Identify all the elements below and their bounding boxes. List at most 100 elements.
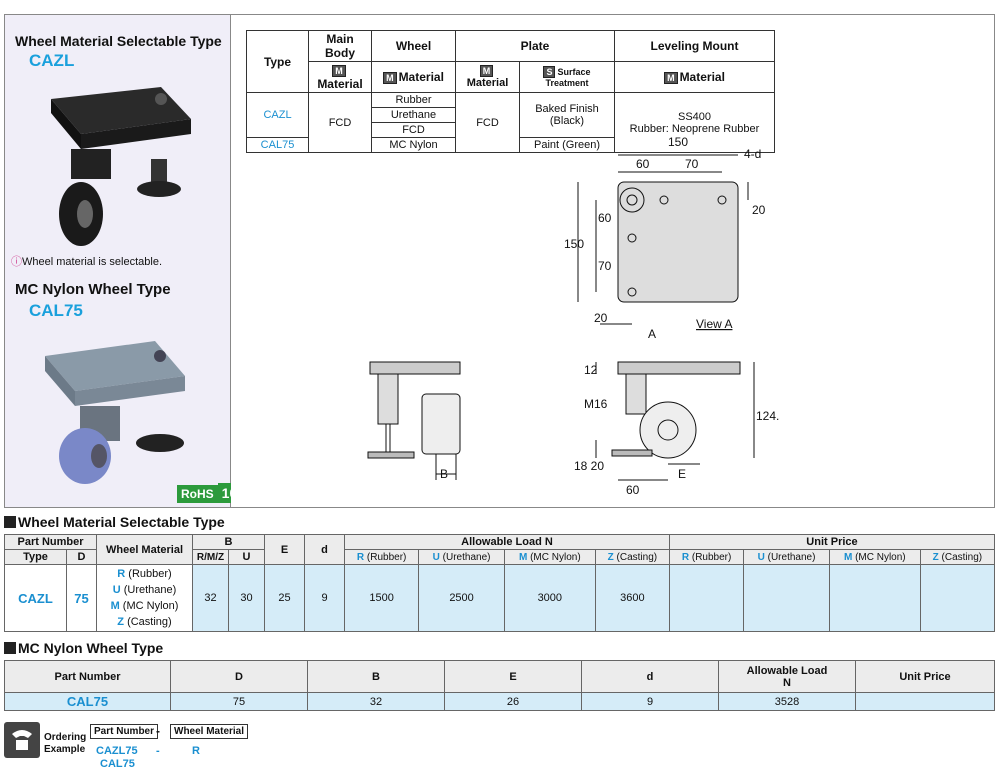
spec-type-cal75: CAL75 xyxy=(246,137,309,153)
spec-h-mount: Leveling Mount xyxy=(614,30,775,62)
dim-12: 12 xyxy=(584,363,598,377)
info-icon: ⓘ xyxy=(11,256,22,268)
cell2-b: 32 xyxy=(307,692,445,711)
h-price-z: Z (Casting) xyxy=(919,549,996,565)
title-selectable: Wheel Material Selectable Type xyxy=(15,33,222,49)
cell2-load: 3528 xyxy=(718,692,856,711)
code-cal75: CAL75 xyxy=(29,301,83,320)
h2-d: D xyxy=(170,660,308,693)
h-load-r: R (Rubber) xyxy=(343,549,420,565)
h-u: U xyxy=(228,549,265,565)
cell-load-m: 3000 xyxy=(503,564,596,632)
spec-plate-surf1: Baked Finish(Black) xyxy=(519,92,615,138)
cell-price-m[interactable] xyxy=(828,564,921,632)
cell2-price[interactable] xyxy=(855,692,995,711)
code-cazl: CAZL xyxy=(29,51,75,70)
dim-60: 60 xyxy=(636,157,650,171)
h2-part: Part Number xyxy=(4,660,171,693)
cell2-d: 75 xyxy=(170,692,308,711)
cell2-part: CAL75 xyxy=(4,692,171,711)
cell-price-u[interactable] xyxy=(743,564,830,632)
spec-type-cazl: CAZL xyxy=(246,92,309,138)
spec-table: Type Main Body Wheel Plate Leveling Moun… xyxy=(246,30,775,153)
h-price-u: U (Urethane) xyxy=(743,549,830,565)
h2-b: B xyxy=(307,660,445,693)
h-load-m: M (MC Nylon) xyxy=(503,549,596,565)
spec-h-plate: Plate xyxy=(455,30,615,62)
dim-v150: 150 xyxy=(564,237,584,251)
h-b: B xyxy=(192,534,265,550)
dim-124: 124.5 xyxy=(756,409,780,423)
section-square-icon xyxy=(4,516,16,528)
view-a-label: View A xyxy=(696,317,732,331)
dim-b20: 20 xyxy=(594,311,608,325)
cell-dd: 9 xyxy=(304,564,345,632)
cell-e: 25 xyxy=(264,564,305,632)
title-nylon: MC Nylon Wheel Type xyxy=(15,281,171,298)
h-price-r: R (Rubber) xyxy=(668,549,745,565)
caster-image-blue xyxy=(45,341,185,484)
phone-icon xyxy=(4,722,40,758)
dim-v60: 60 xyxy=(598,211,612,225)
cell-wheel-materials: R (Rubber) U (Urethane) M (MC Nylon) Z (… xyxy=(96,564,193,632)
dim-150: 150 xyxy=(668,135,688,149)
spec-h-type: Type xyxy=(246,30,309,93)
cell-type: CAZL xyxy=(4,564,67,632)
h-load-z: Z (Casting) xyxy=(594,549,670,565)
order-ex-dash: - xyxy=(156,745,160,757)
dim-h60: 60 xyxy=(626,483,640,497)
order-ex1: CAZL75 xyxy=(96,745,138,757)
dim-m16: M16 xyxy=(584,397,608,411)
h-dd: D xyxy=(66,549,97,565)
spec-h-wheel: Wheel xyxy=(371,30,456,62)
cell-load-r: 1500 xyxy=(343,564,420,632)
dim-v70: 70 xyxy=(598,259,612,273)
dim-4d: 4-d xyxy=(744,147,761,161)
spec-plate-mat: FCD xyxy=(455,92,520,153)
cell-price-z[interactable] xyxy=(919,564,996,632)
h-rmz: R/M/Z xyxy=(192,549,229,565)
order-part-box: Part Number xyxy=(90,724,159,739)
caster-image-black xyxy=(51,87,191,246)
spec-plate-surf2: Paint (Green) xyxy=(519,137,615,153)
order-ex-r: R xyxy=(192,745,200,757)
section-selectable-title: Wheel Material Selectable Type xyxy=(4,514,225,530)
order-ex2: CAL75 xyxy=(100,758,135,770)
spec-h-body-mat: MMaterial xyxy=(308,61,372,93)
cell-load-u: 2500 xyxy=(418,564,505,632)
dim-1820: 18 20 xyxy=(574,459,604,473)
dim-b: B xyxy=(440,467,448,481)
cell2-dd: 9 xyxy=(581,692,719,711)
h2-e: E xyxy=(444,660,582,693)
wheel-note: ⓘWheel material is selectable. xyxy=(11,256,163,268)
selectable-table: Part Number Wheel Material B E d Allowab… xyxy=(4,534,996,632)
spec-wheel-urethane: Urethane xyxy=(371,107,456,123)
h-price-m: M (MC Nylon) xyxy=(828,549,921,565)
spec-wheel-nylon: MC Nylon xyxy=(371,137,456,153)
h2-price: Unit Price xyxy=(855,660,995,693)
table-row: CAZL 75 R (Rubber) U (Urethane) M (MC Ny… xyxy=(4,564,996,632)
h-price: Unit Price xyxy=(668,534,996,550)
h-part: Part Number xyxy=(4,534,97,550)
order-wm-box: Wheel Material xyxy=(170,724,249,739)
dim-e: E xyxy=(678,467,686,481)
cell2-e: 26 xyxy=(444,692,582,711)
dim-70: 70 xyxy=(685,157,699,171)
section-nylon-title: MC Nylon Wheel Type xyxy=(4,640,163,656)
cell-load-z: 3600 xyxy=(594,564,670,632)
product-panel: Wheel Material Selectable Type CAZL ⓘWhe… xyxy=(4,14,242,508)
spec-h-body: Main Body xyxy=(308,30,372,62)
order-dash: - xyxy=(156,724,160,738)
spec-wheel-rubber: Rubber xyxy=(371,92,456,108)
cell-price-r[interactable] xyxy=(668,564,745,632)
table-row: CAL75 75 32 26 9 3528 xyxy=(4,692,995,711)
h2-dd: d xyxy=(581,660,719,693)
h-e: E xyxy=(264,534,305,565)
h-wm: Wheel Material xyxy=(96,534,193,565)
